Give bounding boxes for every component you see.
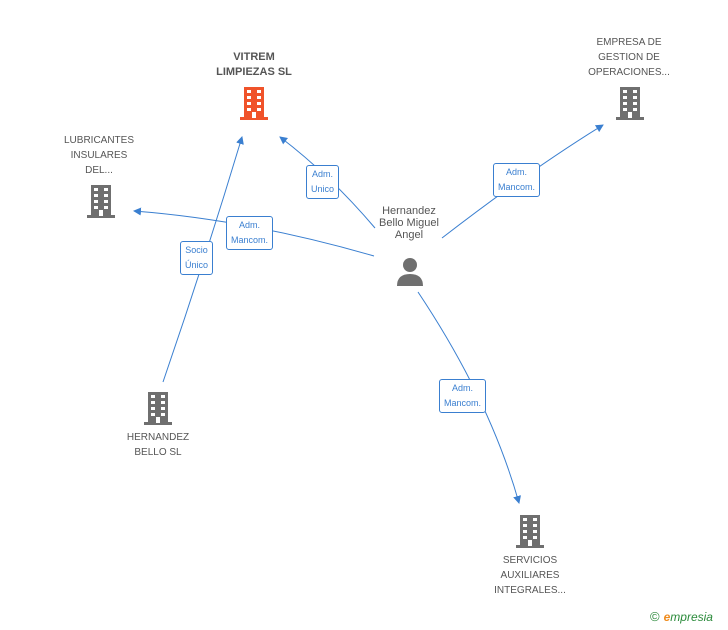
person-icon[interactable] — [396, 256, 424, 286]
building-icon[interactable] — [238, 86, 270, 120]
edge-label-adm-mancom-servicios[interactable]: Adm. Mancom. — [439, 379, 487, 413]
node-label-line: Hernandez — [382, 205, 436, 217]
node-label-line: BELLO SL — [134, 447, 182, 458]
edge-label-adm-unico[interactable]: Adm. Unico — [306, 165, 340, 199]
edge-label-line: Adm. — [312, 169, 334, 179]
brand-name: mpresia — [670, 610, 713, 624]
node-label-line: AUXILIARES — [500, 570, 560, 581]
node-label-line: Angel — [394, 229, 424, 241]
edge-label-adm-mancom-lubricantes[interactable]: Adm. Mancom. — [226, 216, 274, 250]
node-label-empresa-gestion[interactable]: EMPRESA DE GESTION DE OPERACIONES... — [588, 35, 670, 80]
node-label-line: EMPRESA DE — [596, 37, 662, 48]
node-label-person[interactable]: Hernandez Bello Miguel Angel — [379, 205, 439, 241]
node-label-servicios[interactable]: SERVICIOS AUXILIARES INTEGRALES... — [494, 553, 566, 598]
node-label-line: OPERACIONES... — [588, 67, 670, 78]
edge-label-line: Único — [185, 260, 209, 270]
edge-label-line: Adm. — [239, 220, 261, 230]
copyright-icon: © — [650, 609, 660, 624]
brand-logo[interactable]: ©empresia — [650, 609, 713, 624]
building-icon[interactable] — [514, 514, 546, 548]
edge-label-socio-unico[interactable]: Socio Único — [180, 241, 214, 275]
node-label-line: DEL... — [85, 165, 113, 176]
node-label-line: SERVICIOS — [502, 555, 558, 566]
brand-initial: e — [663, 610, 671, 624]
node-label-line: VITREM — [233, 51, 275, 63]
node-label-line: HERNANDEZ — [126, 432, 190, 443]
node-label-line: INSULARES — [70, 150, 128, 161]
building-icon[interactable] — [614, 86, 646, 120]
edge-label-line: Adm. — [506, 167, 528, 177]
node-label-line: INTEGRALES... — [494, 585, 566, 596]
edge-label-line: Mancom. — [444, 398, 482, 408]
edge-label-line: Mancom. — [231, 235, 269, 245]
edge-label-line: Socio — [185, 245, 208, 255]
node-label-line: LIMPIEZAS SL — [216, 66, 292, 78]
building-icon[interactable] — [85, 184, 117, 218]
node-label-hernandez-bello-sl[interactable]: HERNANDEZ BELLO SL — [127, 430, 189, 460]
node-label-line: GESTION DE — [598, 52, 660, 63]
edge-label-line: Unico — [311, 184, 335, 194]
node-label-line: Bello Miguel — [379, 217, 439, 229]
building-icon[interactable] — [142, 391, 174, 425]
edge-label-line: Mancom. — [498, 182, 536, 192]
edge-label-line: Adm. — [452, 383, 474, 393]
edge-label-adm-mancom-empresa[interactable]: Adm. Mancom. — [493, 163, 541, 197]
node-label-line: LUBRICANTES — [63, 135, 135, 146]
node-label-vitrem[interactable]: VITREM LIMPIEZAS SL — [216, 50, 292, 80]
node-label-lubricantes[interactable]: LUBRICANTES INSULARES DEL... — [64, 133, 134, 178]
